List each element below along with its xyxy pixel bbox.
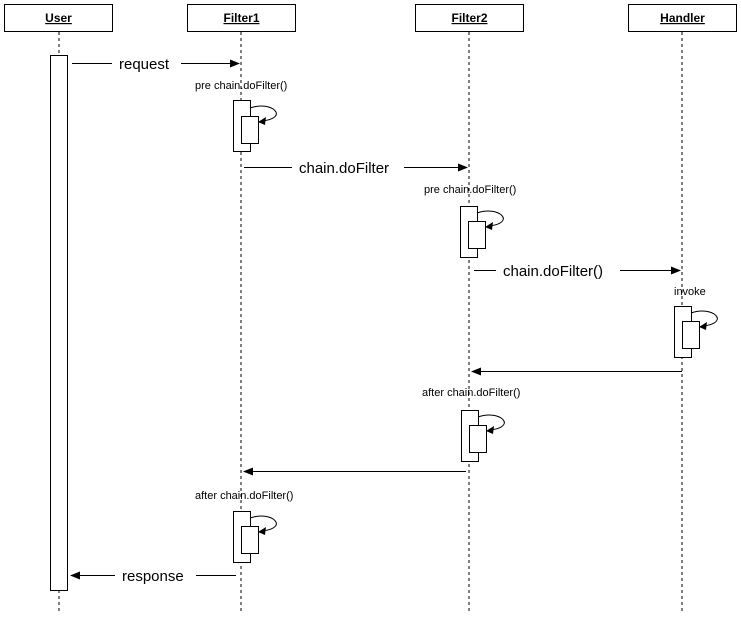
activation-filter1-after <box>233 511 277 563</box>
activation-filter1-pre <box>233 100 277 152</box>
participant-user: User <box>4 4 113 32</box>
participant-filter1-label: Filter1 <box>223 11 259 25</box>
self-loop-filter1-after <box>249 515 277 532</box>
message-chain-dofilter-1-label: chain.doFilter <box>299 160 389 177</box>
note-handler-invoke: invoke <box>674 286 706 298</box>
note-filter1-pre: pre chain.doFilter() <box>195 80 287 92</box>
participant-filter2-label: Filter2 <box>451 11 487 25</box>
message-chain-dofilter-2-label: chain.doFilter() <box>503 263 603 280</box>
self-loop-filter2-after <box>477 414 505 431</box>
participant-filter2: Filter2 <box>415 4 524 32</box>
activation-handler-invoke <box>674 306 718 358</box>
note-filter2-after: after chain.doFilter() <box>422 387 520 399</box>
self-loop-arrowhead <box>258 527 266 535</box>
activation-user <box>50 55 68 591</box>
participant-filter1: Filter1 <box>187 4 296 32</box>
self-loop-handler-invoke <box>690 310 718 327</box>
note-filter2-pre: pre chain.doFilter() <box>424 184 516 196</box>
self-loop-filter1-pre <box>249 105 277 122</box>
participant-user-label: User <box>45 11 72 25</box>
self-loop-filter2-pre <box>476 210 504 227</box>
participant-handler: Handler <box>628 4 737 32</box>
self-loop-arrowhead <box>486 426 494 434</box>
activation-filter2-pre <box>460 206 504 258</box>
participant-handler-label: Handler <box>660 11 705 25</box>
message-response-label: response <box>122 568 184 585</box>
self-loop-arrowhead <box>485 222 493 230</box>
self-loop-arrowhead <box>258 117 266 125</box>
message-request-label: request <box>119 56 170 73</box>
note-filter1-after: after chain.doFilter() <box>195 490 293 502</box>
activation-filter2-after <box>461 410 505 462</box>
self-loop-arrowhead <box>699 322 707 330</box>
